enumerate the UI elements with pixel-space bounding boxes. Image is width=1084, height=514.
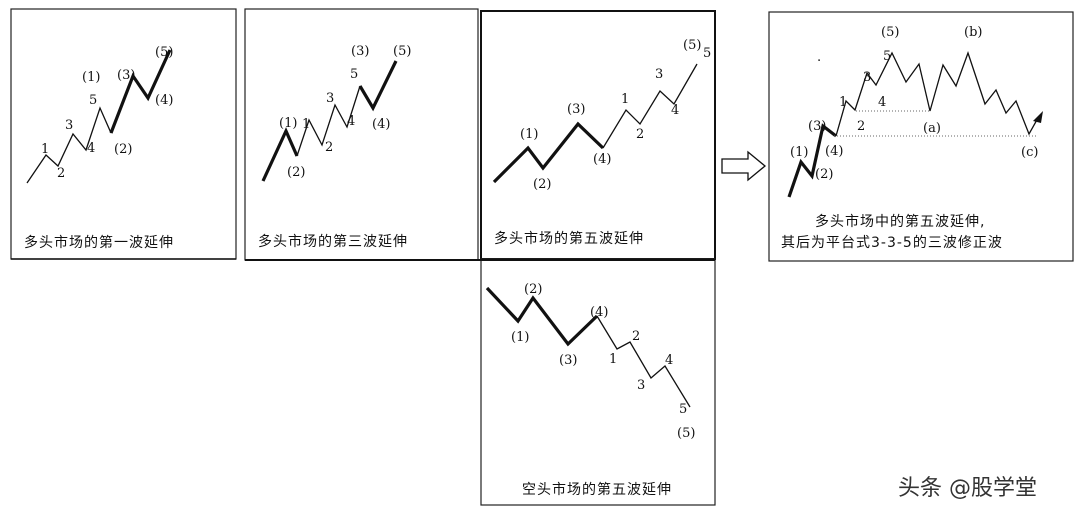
p5-label-w2: (2) [815,167,833,182]
p3-label-4: 4 [671,103,679,118]
p5-label-w1: (1) [790,145,808,160]
p1-label-w5: (5) [155,45,173,60]
panel-5-wave-thick [787,123,837,198]
panel-4-wave-thick [485,286,599,347]
p5-dot: . [817,50,821,65]
p1-label-w2: (2) [114,142,132,157]
p2-label-w4: (4) [372,117,390,132]
panel-4-frame [480,258,716,506]
p5-label-w4: (4) [825,144,843,159]
p4-label-5: 5 [679,402,687,417]
p3-label-5: 5 [703,46,711,61]
p1-label-5: 5 [89,93,97,108]
panel-2-caption: 多头市场的第三波延伸 [258,233,408,250]
p4-label-w2: (2) [524,282,542,297]
p1-label-3: 3 [65,118,73,133]
p2-label-w1: (1) [279,116,297,131]
panel-4-caption: 空头市场的第五波延伸 [522,481,672,498]
p2-label-w5: (5) [393,44,411,59]
p2-label-4: 4 [347,114,355,129]
p2-label-1: 1 [302,117,310,132]
panel-4-wave-thin [596,315,691,408]
p2-label-3: 3 [326,91,334,106]
panel-1-caption: 多头市场的第一波延伸 [24,234,174,251]
p1-label-2: 2 [57,166,65,181]
p5-label-4: 4 [878,95,886,110]
p5-label-3: 3 [863,70,871,85]
p3-label-w3: (3) [567,102,585,117]
arrow-up-icon [1033,111,1043,123]
panel-2-wave-thick-a [261,127,299,182]
arrow-right-icon [721,150,767,182]
p4-label-w5: (5) [677,426,695,441]
p3-label-w5: (5) [683,38,701,53]
p2-label-w3: (3) [351,44,369,59]
p3-label-2: 2 [636,127,644,142]
p4-label-4: 4 [665,353,673,368]
p1-label-w4: (4) [155,93,173,108]
p5-label-5: 5 [883,49,891,64]
p2-label-5: 5 [350,67,358,82]
p3-label-w1: (1) [520,127,538,142]
p5-label-b: (b) [964,25,982,40]
p2-label-2: 2 [325,140,333,155]
panel-5-frame [768,11,1074,262]
panel-3-wave-thin [602,63,698,149]
p4-label-w1: (1) [511,330,529,345]
p1-label-4: 4 [87,141,95,156]
p4-label-2: 2 [632,329,640,344]
p4-label-w3: (3) [559,353,577,368]
p5-label-1: 1 [839,95,847,110]
panel-1-wave-thin [26,106,112,184]
panel-5-caption-line-2: 其后为平台式3-3-5的三波修正波 [781,235,1003,251]
watermark: 头条 @股学堂 [898,476,1037,501]
p3-label-1: 1 [621,92,629,107]
p5-label-w3: (3) [808,119,826,134]
panel-3-frame [480,10,716,260]
panel-3-wave-thick [492,121,605,184]
p1-label-1: 1 [41,142,49,157]
p5-label-c: (c) [1021,145,1038,160]
p3-label-w2: (2) [533,177,551,192]
p4-label-1: 1 [609,352,617,367]
panel-1-frame [10,8,237,260]
p5-label-a: (a) [923,121,941,136]
p3-label-3: 3 [655,67,663,82]
p5-label-w5: (5) [881,25,899,40]
p1-label-w3: (3) [117,68,135,83]
p4-label-3: 3 [637,378,645,393]
panel-1-wave-thick [109,49,172,134]
p1-label-w1: (1) [82,70,100,85]
panel-5-wave-thin [835,51,1039,137]
p5-label-2: 2 [857,119,865,134]
p2-label-w2: (2) [287,165,305,180]
panel-2-wave-thin [296,85,361,157]
panel-5-caption-line-1: 多头市场中的第五波延伸, [815,213,985,230]
p3-label-w4: (4) [593,152,611,167]
p4-label-w4: (4) [590,305,608,320]
panel-3-caption: 多头市场的第五波延伸 [494,230,644,247]
panel-2-wave-thick-b [358,60,398,112]
